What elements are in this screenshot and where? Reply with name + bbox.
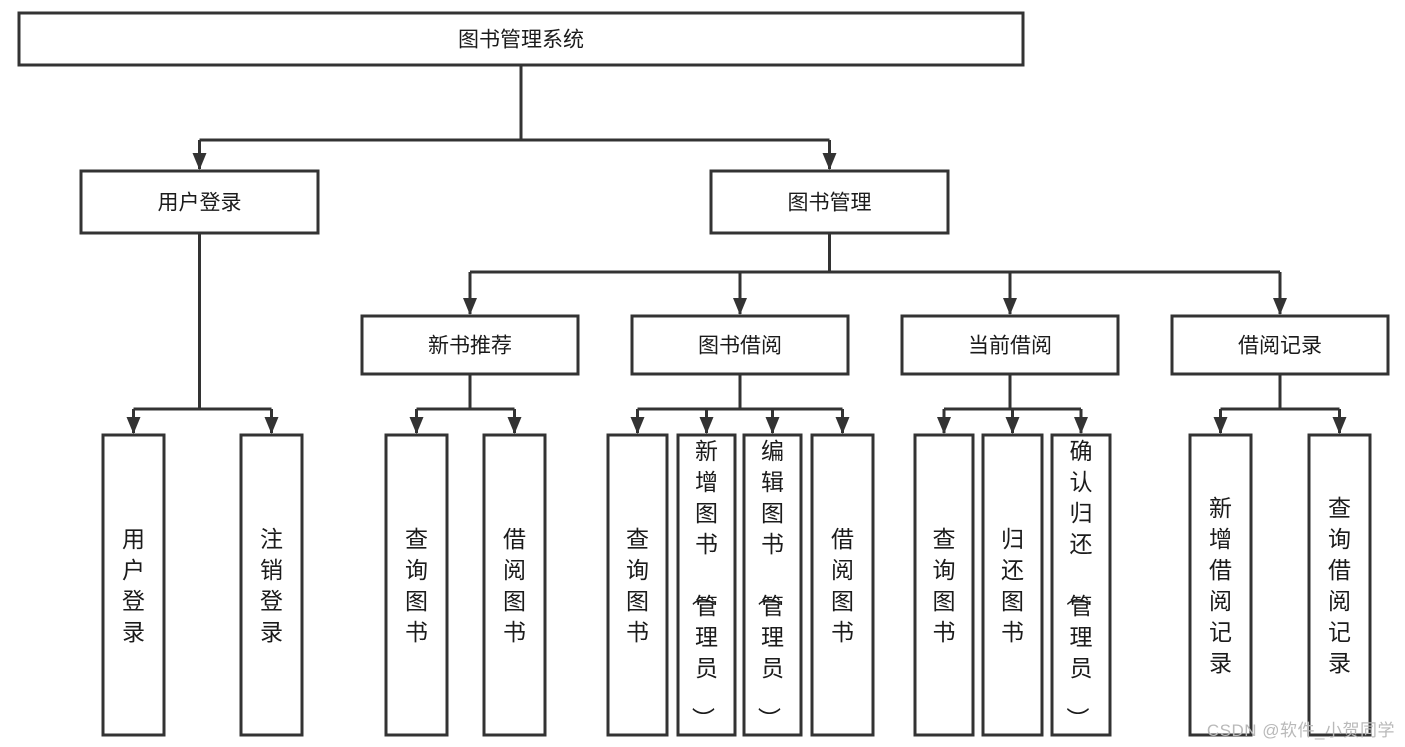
node-label: 查询图书	[933, 526, 956, 645]
node-label: 编辑图书（管理员）	[756, 438, 784, 730]
arrow-head-icon	[630, 417, 645, 434]
node-leaf-return-book[interactable]: 归还图书	[981, 433, 1044, 737]
node-leaf-add-record[interactable]: 新增借阅记录	[1188, 433, 1253, 737]
node-user-login[interactable]: 用户登录	[79, 169, 320, 235]
arrow-head-icon	[1332, 417, 1347, 434]
node-label: 借阅图书	[831, 526, 854, 645]
arrow-head-icon	[1005, 417, 1020, 434]
node-label: 图书借阅	[698, 335, 782, 358]
node-leaf-edit-book[interactable]: 编辑图书（管理员）	[742, 433, 803, 737]
arrow-head-icon	[1003, 298, 1017, 315]
node-box[interactable]	[742, 433, 803, 737]
node-label: 借阅图书	[503, 526, 526, 645]
node-leaf-user-logout[interactable]: 注销登录	[239, 433, 304, 737]
arrow-head-icon	[1273, 298, 1287, 315]
arrow-head-icon	[765, 417, 780, 434]
arrow-head-icon	[699, 417, 714, 434]
node-leaf-query-book-cb[interactable]: 查询图书	[913, 433, 975, 737]
node-label: 新书推荐	[428, 335, 512, 358]
node-box[interactable]	[360, 314, 580, 376]
node-leaf-query-book-rec[interactable]: 查询图书	[384, 433, 449, 737]
arrow-head-icon	[1074, 417, 1088, 434]
node-label: 新增图书（管理员）	[690, 438, 718, 730]
node-label: 新增借阅记录	[1209, 495, 1232, 676]
node-box[interactable]	[384, 433, 449, 737]
node-label: 查询图书	[626, 526, 649, 645]
node-book-manage[interactable]: 图书管理	[709, 169, 950, 235]
node-box[interactable]	[606, 433, 669, 737]
arrow-head-icon	[937, 417, 951, 434]
node-label: 用户登录	[158, 192, 242, 215]
node-box[interactable]	[482, 433, 547, 737]
arrow-head-icon	[463, 298, 477, 315]
node-root[interactable]: 图书管理系统	[17, 11, 1025, 67]
nodes-layer: 图书管理系统用户登录图书管理新书推荐图书借阅当前借阅借阅记录用户登录注销登录查询…	[17, 11, 1390, 737]
node-leaf-user-login[interactable]: 用户登录	[101, 433, 166, 737]
node-label: 借阅记录	[1238, 335, 1322, 358]
node-box[interactable]	[1307, 433, 1372, 737]
node-leaf-confirm-return[interactable]: 确认归还（管理员）	[1050, 433, 1112, 737]
node-box[interactable]	[981, 433, 1044, 737]
node-box[interactable]	[810, 433, 875, 737]
node-leaf-query-record[interactable]: 查询借阅记录	[1307, 433, 1372, 737]
arrow-head-icon	[409, 417, 424, 434]
node-box[interactable]	[101, 433, 166, 737]
node-leaf-borrow-book-bb[interactable]: 借阅图书	[810, 433, 875, 737]
node-box[interactable]	[239, 433, 304, 737]
arrow-head-icon	[192, 153, 207, 170]
node-label: 归还图书	[1001, 526, 1024, 645]
node-box[interactable]	[913, 433, 975, 737]
node-leaf-query-book-bb[interactable]: 查询图书	[606, 433, 669, 737]
node-label: 当前借阅	[968, 335, 1052, 358]
node-label: 注销登录	[260, 526, 283, 645]
node-box[interactable]	[709, 169, 950, 235]
arrow-head-icon	[733, 298, 747, 315]
node-current-borrow[interactable]: 当前借阅	[900, 314, 1120, 376]
node-box[interactable]	[900, 314, 1120, 376]
arrow-head-icon	[126, 417, 141, 434]
arrow-head-icon	[507, 417, 522, 434]
node-label: 用户登录	[122, 526, 145, 645]
node-box[interactable]	[630, 314, 850, 376]
node-book-borrow[interactable]: 图书借阅	[630, 314, 850, 376]
node-box[interactable]	[1170, 314, 1390, 376]
node-label: 图书管理	[788, 192, 872, 215]
arrow-head-icon	[264, 417, 279, 434]
node-box[interactable]	[676, 433, 737, 737]
node-label: 确认归还（管理员）	[1065, 438, 1093, 730]
arrow-head-icon	[835, 417, 850, 434]
node-borrow-record[interactable]: 借阅记录	[1170, 314, 1390, 376]
node-leaf-add-book[interactable]: 新增图书（管理员）	[676, 433, 737, 737]
arrow-head-icon	[822, 153, 837, 170]
node-box[interactable]	[17, 11, 1025, 67]
node-box[interactable]	[1050, 433, 1112, 737]
node-label: 查询图书	[405, 526, 428, 645]
node-label: 图书管理系统	[458, 29, 584, 52]
node-label: 查询借阅记录	[1328, 495, 1351, 676]
node-new-book-rec[interactable]: 新书推荐	[360, 314, 580, 376]
arrow-head-icon	[1213, 417, 1228, 434]
node-leaf-borrow-book-rec[interactable]: 借阅图书	[482, 433, 547, 737]
node-box[interactable]	[1188, 433, 1253, 737]
connectors-layer	[126, 65, 1347, 434]
node-box[interactable]	[79, 169, 320, 235]
